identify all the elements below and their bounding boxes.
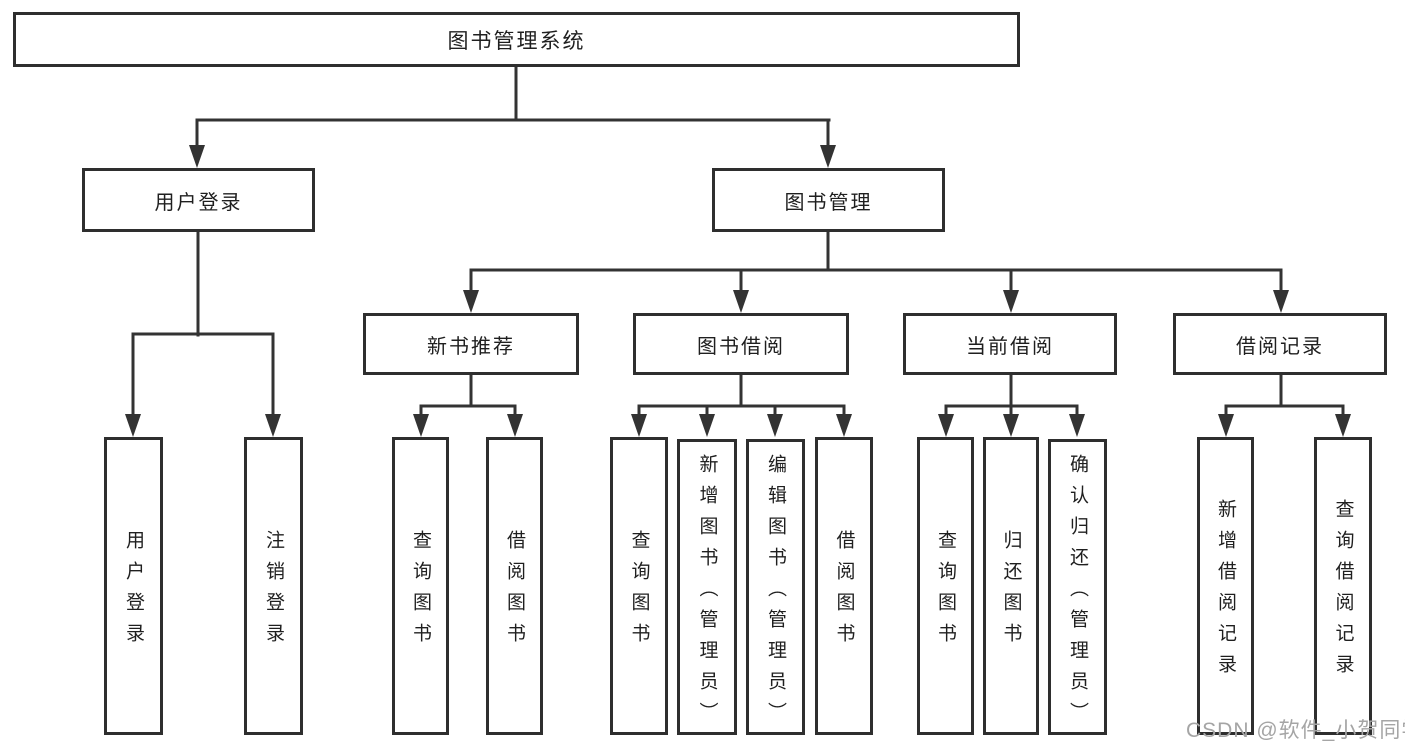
leaf-nb-query-books-label: 查询图书 xyxy=(410,530,431,654)
leaf-logout-label: 注销登录 xyxy=(263,530,284,654)
arrow-user-login xyxy=(189,145,205,168)
leaf-bb-edit-book-admin: 编辑图书（管理员） xyxy=(746,439,805,735)
leaf-cb-confirm-return-admin: 确认归还（管理员） xyxy=(1048,439,1107,735)
leaf-br-add-record-label: 新增借阅记录 xyxy=(1215,499,1236,685)
leaf-bb-query-books-label: 查询图书 xyxy=(628,530,650,654)
leaf-cb-return-books-label: 归还图书 xyxy=(1000,530,1022,654)
node-user-login-group: 用户登录 xyxy=(82,168,315,232)
node-book-borrowing: 图书借阅 xyxy=(633,313,849,375)
arrow-br-add xyxy=(1218,414,1234,437)
arrow-nb-query xyxy=(413,414,429,437)
arrow-bb-add xyxy=(699,414,715,437)
leaf-br-query-record-label: 查询借阅记录 xyxy=(1332,499,1354,685)
node-new-book-recommend-label: 新书推荐 xyxy=(427,335,515,358)
leaf-bb-borrow-books-label: 借阅图书 xyxy=(833,530,855,654)
node-book-borrowing-label: 图书借阅 xyxy=(697,335,785,358)
node-current-borrowing-label: 当前借阅 xyxy=(966,335,1054,358)
leaf-bb-borrow-books: 借阅图书 xyxy=(815,437,873,735)
leaf-cb-query-books: 查询图书 xyxy=(917,437,974,735)
leaf-user-login: 用户登录 xyxy=(104,437,163,735)
node-root-system: 图书管理系统 xyxy=(13,12,1020,67)
arrow-bb-borrow xyxy=(836,414,852,437)
arrow-leaf-user-login xyxy=(125,414,141,437)
leaf-br-query-record: 查询借阅记录 xyxy=(1314,437,1372,735)
arrow-book-management xyxy=(820,145,836,168)
arrow-bb-edit xyxy=(767,414,783,437)
leaf-cb-query-books-label: 查询图书 xyxy=(935,530,956,654)
arrow-bb-query xyxy=(631,414,647,437)
node-borrowing-records-label: 借阅记录 xyxy=(1236,335,1324,358)
leaf-user-login-label: 用户登录 xyxy=(123,530,144,654)
node-book-management-label: 图书管理 xyxy=(784,191,873,214)
leaf-nb-query-books: 查询图书 xyxy=(392,437,449,735)
node-new-book-recommend: 新书推荐 xyxy=(363,313,579,375)
node-user-login-group-label: 用户登录 xyxy=(154,191,243,214)
leaf-logout: 注销登录 xyxy=(244,437,303,735)
arrow-current-borrowing xyxy=(1003,290,1019,313)
node-root-system-label: 图书管理系统 xyxy=(447,29,586,53)
arrow-borrowing-records xyxy=(1273,290,1289,313)
arrow-new-book xyxy=(463,290,479,313)
leaf-bb-add-book-admin: 新增图书（管理员） xyxy=(677,439,737,735)
arrow-br-query xyxy=(1335,414,1351,437)
arrow-cb-confirm xyxy=(1069,414,1085,437)
csdn-watermark: CSDN @软件_小贺同学 xyxy=(1186,719,1405,742)
arrow-leaf-logout xyxy=(265,414,281,437)
arrow-nb-borrow xyxy=(507,414,523,437)
arrow-book-borrowing xyxy=(733,290,749,313)
leaf-nb-borrow-books: 借阅图书 xyxy=(486,437,543,735)
leaf-bb-add-book-admin-label: 新增图书（管理员） xyxy=(696,453,718,733)
leaf-bb-query-books: 查询图书 xyxy=(610,437,668,735)
leaf-cb-return-books: 归还图书 xyxy=(983,437,1039,735)
arrow-cb-query xyxy=(938,414,954,437)
node-book-management: 图书管理 xyxy=(712,168,945,232)
leaf-br-add-record: 新增借阅记录 xyxy=(1197,437,1254,735)
node-borrowing-records: 借阅记录 xyxy=(1173,313,1387,375)
leaf-bb-edit-book-admin-label: 编辑图书（管理员） xyxy=(765,453,786,733)
arrow-cb-return xyxy=(1003,414,1019,437)
node-current-borrowing: 当前借阅 xyxy=(903,313,1117,375)
leaf-cb-confirm-return-admin-label: 确认归还（管理员） xyxy=(1067,453,1088,733)
leaf-nb-borrow-books-label: 借阅图书 xyxy=(504,530,525,654)
